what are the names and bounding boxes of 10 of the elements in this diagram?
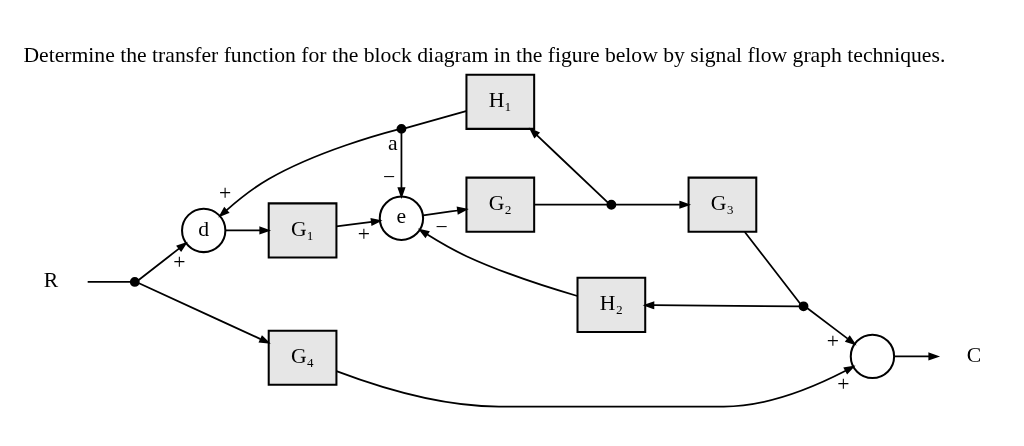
- node-text: R: [43, 268, 58, 293]
- diagram-title: Determine the transfer function for the block diagram in the figure below by signal flow graph techniques.: [22, 43, 945, 68]
- edge-label: −: [435, 215, 448, 240]
- node-label: a: [387, 131, 398, 156]
- edge-label: +: [836, 372, 849, 397]
- edge-label: +: [218, 180, 231, 205]
- edge-label: +: [357, 221, 370, 246]
- node-text: C: [966, 342, 981, 367]
- edge-label: −: [382, 164, 395, 189]
- edge-label: +: [826, 329, 839, 354]
